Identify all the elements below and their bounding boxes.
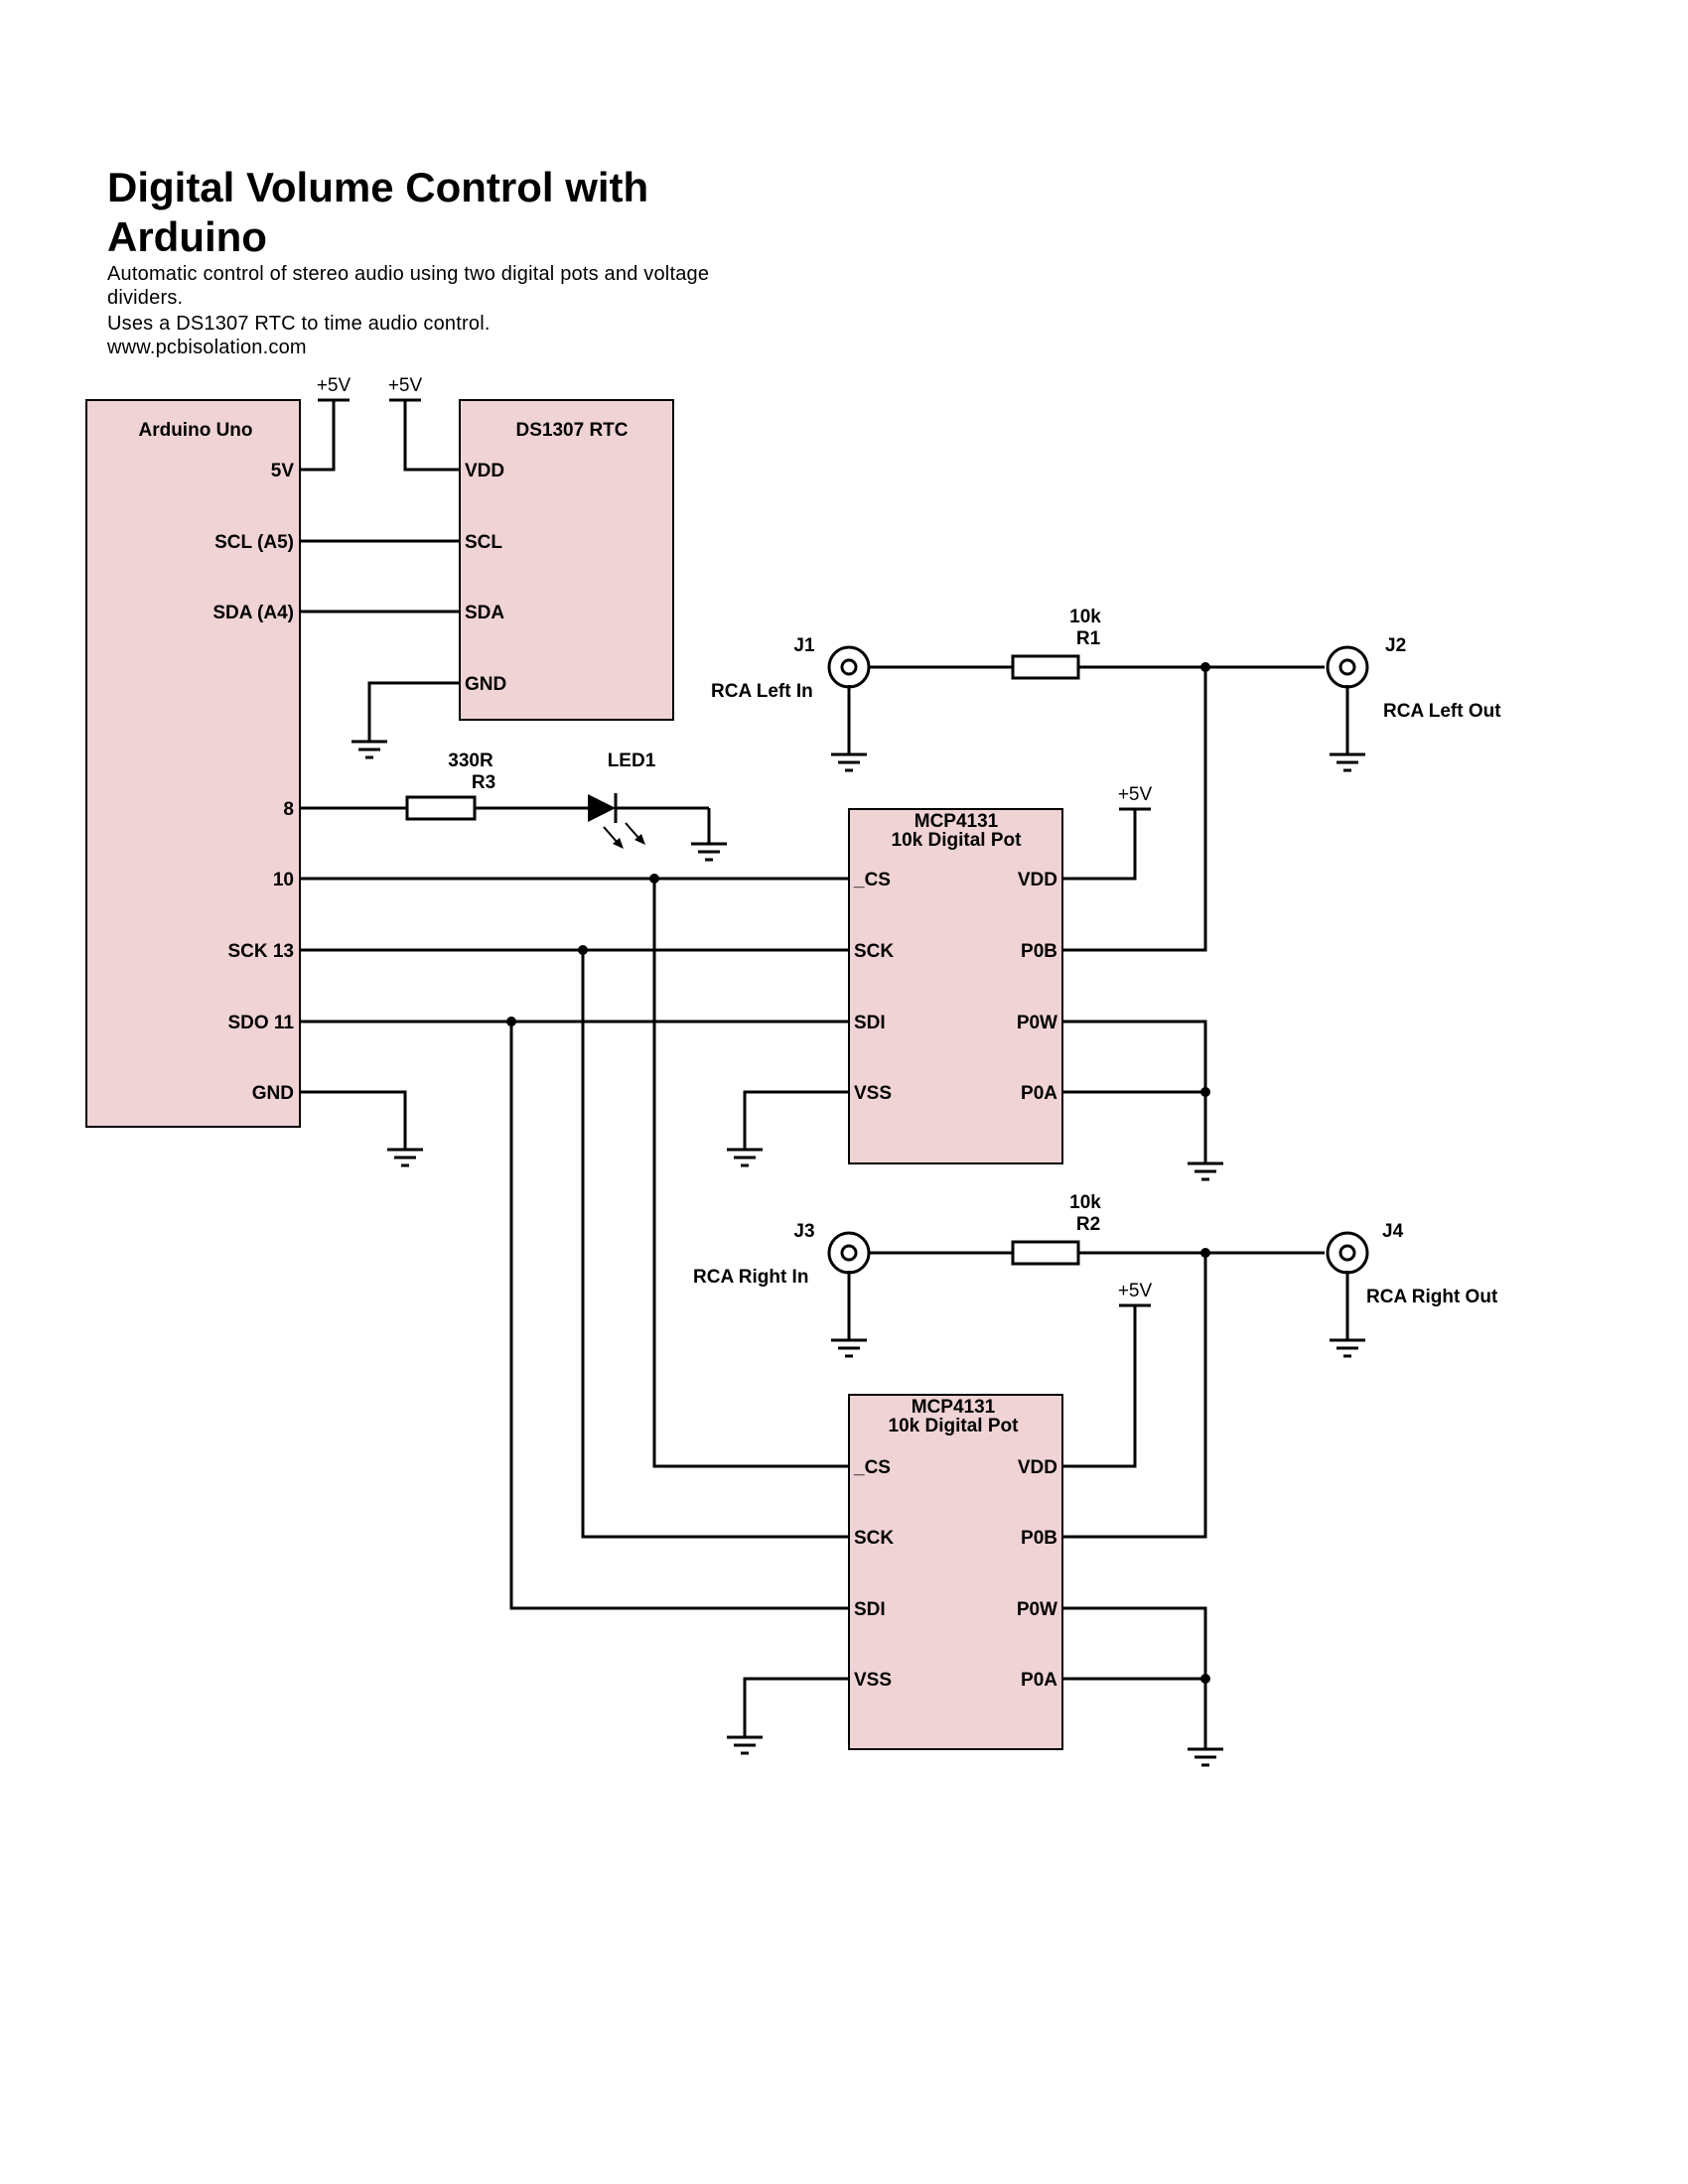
pot2-pin-sdi: SDI bbox=[854, 1599, 886, 1620]
page-title-line-2: Arduino bbox=[107, 213, 267, 260]
pot1-pin-sdi: SDI bbox=[854, 1013, 886, 1033]
j3-label: RCA Right In bbox=[693, 1267, 808, 1288]
r2-value: 10k bbox=[1069, 1192, 1101, 1213]
resistor-r3-body bbox=[405, 795, 477, 821]
j3-ref: J3 bbox=[793, 1221, 814, 1242]
rtc-pin-vdd: VDD bbox=[465, 461, 504, 481]
pot2-pin-p0w: P0W bbox=[1017, 1599, 1057, 1620]
ground-icon bbox=[352, 740, 387, 759]
pot1-pin-cs: _CS bbox=[853, 870, 891, 890]
led-icon bbox=[588, 793, 645, 849]
pot2-pin-p0a: P0A bbox=[1021, 1670, 1057, 1691]
ground-icon bbox=[831, 752, 867, 772]
pot2-title: MCP4131 bbox=[912, 1397, 996, 1418]
ground-icon bbox=[691, 842, 727, 862]
j2-label: RCA Left Out bbox=[1383, 701, 1501, 722]
ground-icon bbox=[1330, 1338, 1365, 1358]
rca-j4-icon bbox=[1326, 1231, 1369, 1275]
junction-dots bbox=[506, 662, 1210, 1684]
pot1-pin-vss: VSS bbox=[854, 1083, 892, 1104]
pot1-pin-vdd: VDD bbox=[1018, 870, 1057, 890]
mcp4131-left-body bbox=[848, 808, 1063, 1164]
pot1-pin-sck: SCK bbox=[854, 941, 894, 962]
pot1-subtitle: 10k Digital Pot bbox=[892, 830, 1023, 851]
rca-j3-icon bbox=[827, 1231, 871, 1275]
description-line-1: Automatic control of stereo audio using … bbox=[107, 263, 710, 285]
rtc-pin-scl: SCL bbox=[465, 532, 502, 553]
power-label-pot2: +5V bbox=[1118, 1281, 1153, 1301]
power-label-pot1: +5V bbox=[1118, 784, 1153, 805]
rca-j2-icon bbox=[1326, 645, 1369, 689]
mcp4131-right-body bbox=[848, 1394, 1063, 1750]
ds1307-body bbox=[459, 399, 674, 721]
pot1-pin-p0b: P0B bbox=[1021, 941, 1057, 962]
pot2-subtitle: 10k Digital Pot bbox=[889, 1416, 1020, 1436]
rtc-pin-gnd: GND bbox=[465, 674, 506, 695]
pot1-pin-p0w: P0W bbox=[1017, 1013, 1057, 1033]
rtc-title: DS1307 RTC bbox=[516, 420, 629, 441]
ground-icon bbox=[831, 1338, 867, 1358]
wires bbox=[300, 398, 1349, 1749]
power-label-arduino: +5V bbox=[317, 375, 352, 396]
r1-ref: R1 bbox=[1076, 628, 1101, 649]
ground-icon bbox=[387, 1148, 423, 1167]
j2-ref: J2 bbox=[1385, 635, 1406, 656]
description-line-3: Uses a DS1307 RTC to time audio control. bbox=[107, 313, 491, 335]
ground-icon bbox=[1188, 1161, 1223, 1181]
arduino-pin-sda: SDA (A4) bbox=[212, 603, 294, 623]
pot2-pin-vdd: VDD bbox=[1018, 1457, 1057, 1478]
resistor-r2-body bbox=[1011, 1240, 1080, 1266]
r2-ref: R2 bbox=[1076, 1214, 1100, 1235]
rca-j1-icon bbox=[827, 645, 871, 689]
r1-value: 10k bbox=[1069, 607, 1101, 627]
arduino-uno-body bbox=[85, 399, 301, 1128]
led-ref: LED1 bbox=[608, 751, 656, 771]
arduino-pin-5v: 5V bbox=[271, 461, 295, 481]
power-label-rtc: +5V bbox=[388, 375, 423, 396]
pot2-pin-p0b: P0B bbox=[1021, 1528, 1057, 1549]
arduino-pin-8: 8 bbox=[283, 799, 294, 820]
website-url: www.pcbisolation.com bbox=[107, 337, 307, 358]
pot2-pin-cs: _CS bbox=[853, 1457, 891, 1478]
ground-icon bbox=[727, 1735, 763, 1755]
arduino-pin-scl: SCL (A5) bbox=[214, 532, 294, 553]
r3-ref: R3 bbox=[472, 772, 495, 793]
pot2-pin-sck: SCK bbox=[854, 1528, 894, 1549]
rtc-pin-sda: SDA bbox=[465, 603, 504, 623]
arduino-pin-sck: SCK 13 bbox=[227, 941, 294, 962]
pot2-pin-vss: VSS bbox=[854, 1670, 892, 1691]
arduino-pin-sdo: SDO 11 bbox=[227, 1013, 294, 1033]
description-line-2: dividers. bbox=[107, 287, 184, 309]
pot1-pin-p0a: P0A bbox=[1021, 1083, 1057, 1104]
ground-icon bbox=[1330, 752, 1365, 772]
j4-label: RCA Right Out bbox=[1366, 1287, 1498, 1307]
resistor-r1-body bbox=[1011, 654, 1080, 680]
j1-label: RCA Left In bbox=[711, 681, 813, 702]
j1-ref: J1 bbox=[793, 635, 815, 656]
ground-icon bbox=[1188, 1747, 1223, 1767]
j4-ref: J4 bbox=[1382, 1221, 1404, 1242]
ground-icon bbox=[727, 1148, 763, 1167]
arduino-pin-gnd: GND bbox=[252, 1083, 294, 1104]
arduino-pin-10: 10 bbox=[273, 870, 294, 890]
arduino-title: Arduino Uno bbox=[138, 420, 252, 441]
pot1-title: MCP4131 bbox=[914, 811, 999, 832]
r3-value: 330R bbox=[448, 751, 493, 771]
page-title-line-1: Digital Volume Control with bbox=[107, 164, 649, 210]
